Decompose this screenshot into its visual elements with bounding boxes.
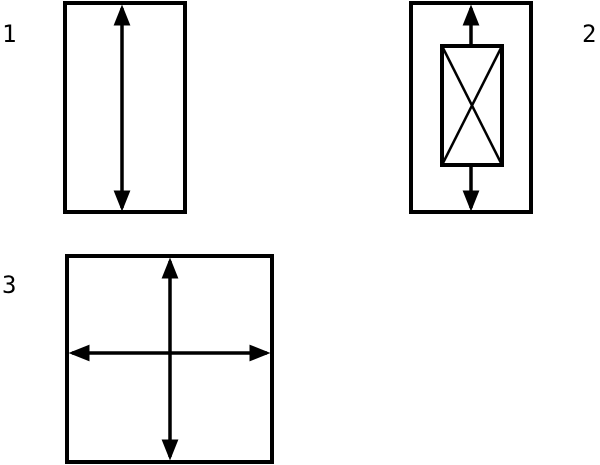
figure-1: 1 <box>2 1 187 214</box>
figure-3-box <box>65 254 274 464</box>
figure-2: 2 <box>409 1 596 214</box>
figure-2-box <box>409 1 533 214</box>
figure-3: 3 <box>2 254 274 464</box>
figure-1-box <box>63 1 187 214</box>
figure-1-label: 1 <box>2 20 16 48</box>
figure-3-label: 3 <box>2 271 16 299</box>
cross-line <box>440 45 504 166</box>
figure-2-label: 2 <box>582 20 596 48</box>
